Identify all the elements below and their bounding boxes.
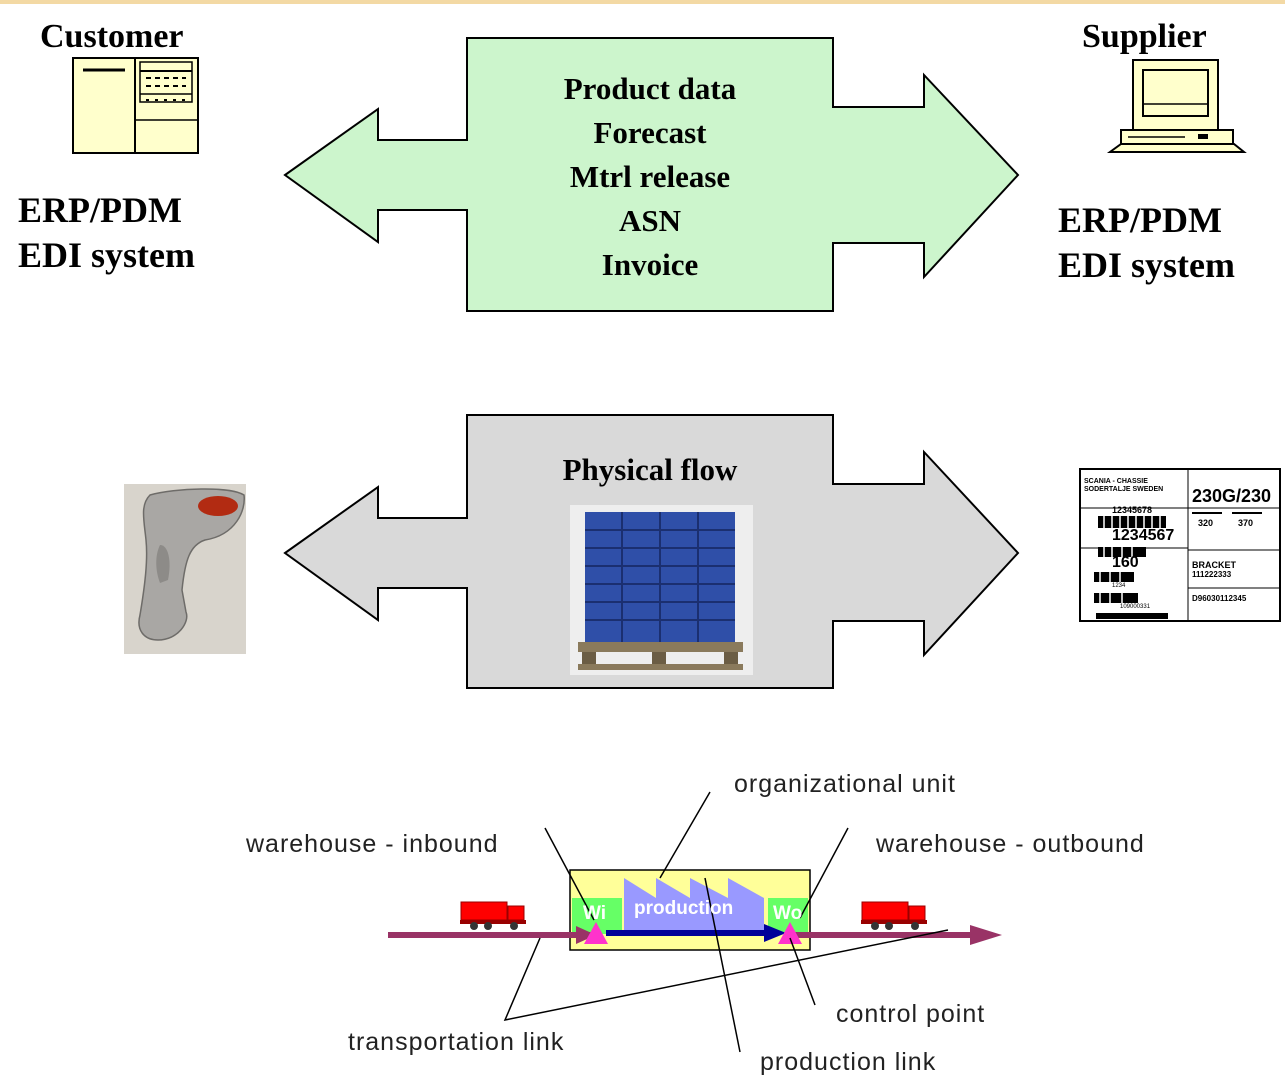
label-num1: 12345678 [1112, 505, 1153, 515]
info-flow-item: Forecast [593, 115, 707, 150]
organizational-unit-label: organizational unit [734, 770, 956, 798]
control-point-out [778, 922, 802, 944]
production-label: production [634, 898, 734, 919]
info-flow-item: Product data [563, 71, 737, 106]
supplier-system-line1: ERP/PDM [1058, 200, 1222, 240]
label-line2: SODERTALJE SWEDEN [1084, 486, 1164, 493]
truck-icon-right [861, 901, 927, 930]
top-border [0, 0, 1285, 4]
customer-title: Customer [40, 18, 184, 55]
pallet-boxes-image [570, 505, 753, 675]
supplier-computer-icon [1106, 59, 1247, 153]
supplier-title: Supplier [1082, 18, 1207, 55]
customer-system: ERP/PDM EDI system [18, 188, 195, 278]
control-point-label: control point [836, 1000, 986, 1028]
info-flow-list: Product data Forecast Mtrl release ASN I… [467, 67, 833, 287]
info-flow-item: Mtrl release [569, 159, 731, 194]
customer-document-icon [72, 57, 199, 154]
info-flow-item: Invoice [601, 247, 699, 282]
label-batch: 109000331 [1120, 604, 1151, 610]
supplier-system: ERP/PDM EDI system [1058, 198, 1235, 288]
warehouse-outbound-label: warehouse - outbound [876, 830, 1145, 858]
warehouse-inbound-label: warehouse - inbound [246, 830, 499, 858]
label-part: BRACKET [1192, 560, 1236, 570]
wo-label: Wo [773, 903, 803, 924]
wi-label: Wi [583, 903, 607, 924]
barcode-scanner-image [124, 484, 246, 654]
label-col2: 370 [1238, 518, 1254, 528]
customer-system-line1: ERP/PDM [18, 190, 182, 230]
info-flow-item: ASN [618, 203, 681, 238]
label-small: 1234 [1112, 583, 1126, 589]
control-point-in [584, 922, 608, 944]
production-link-label: production link [760, 1048, 937, 1076]
customer-system-line2: EDI system [18, 235, 195, 275]
label-big-code: 230G/230 [1192, 486, 1272, 506]
label-sticker-left: SCANIA - CHASSIE SODERTALJE SWEDEN [1084, 478, 1188, 494]
truck-icon-left [460, 901, 526, 930]
label-part-no: 111222333 [1192, 570, 1232, 579]
label-num2: 1234567 [1112, 527, 1175, 544]
transportation-link-label: transportation link [348, 1028, 565, 1056]
label-col1: 320 [1198, 518, 1214, 528]
label-line1: SCANIA - CHASSIE [1084, 478, 1148, 485]
label-qty: 160 [1112, 554, 1139, 571]
physical-flow-title: Physical flow [562, 452, 738, 487]
label-serial: D96030112345 [1192, 594, 1247, 603]
supplier-system-line2: EDI system [1058, 245, 1235, 285]
